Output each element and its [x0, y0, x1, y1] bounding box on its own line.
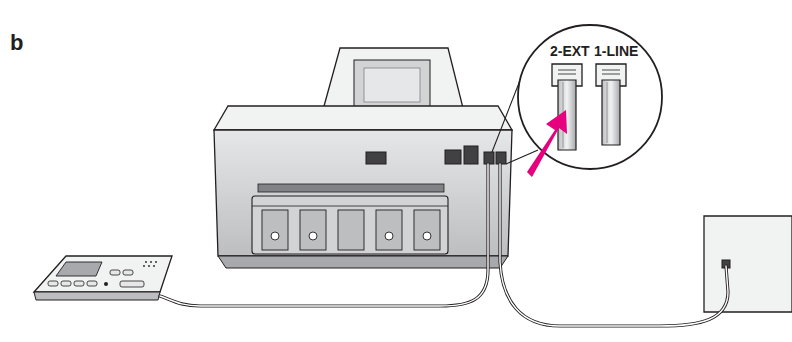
phone-cords	[160, 164, 728, 326]
callout-circle	[518, 25, 662, 169]
panel-letter: b	[10, 32, 23, 54]
printer	[214, 106, 512, 268]
answering-machine	[34, 256, 172, 300]
insert-arrow	[527, 110, 567, 177]
wall-jack	[704, 216, 792, 312]
port-closeup	[552, 64, 626, 150]
port-label: 1-LINE	[594, 44, 638, 58]
port-label: 2-EXT	[550, 44, 590, 58]
